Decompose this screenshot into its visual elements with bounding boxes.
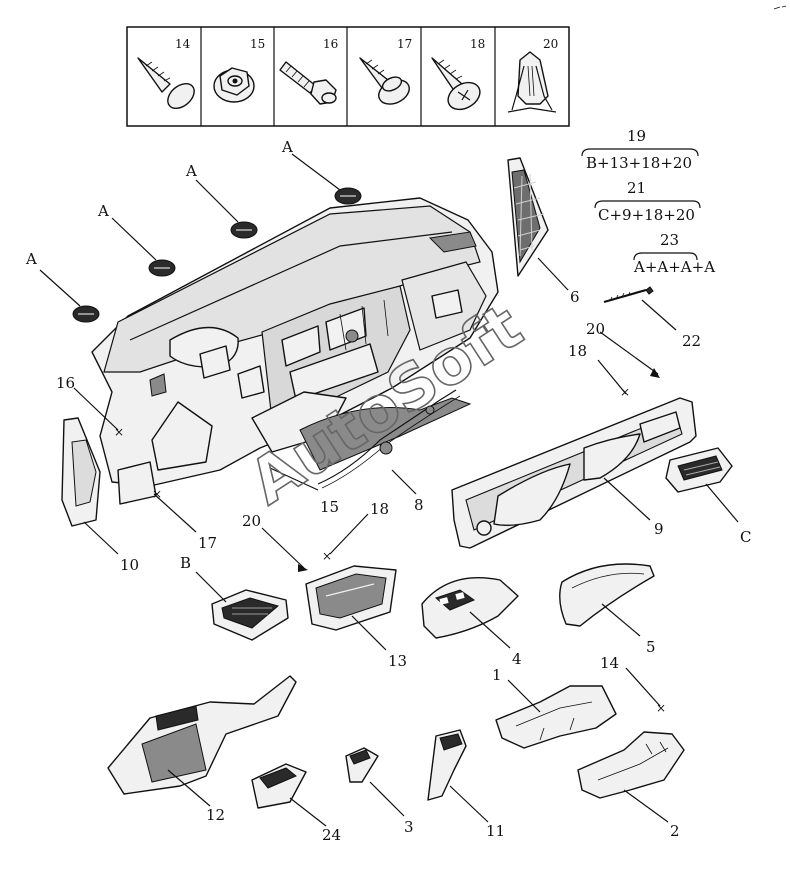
kit-23-brace	[633, 252, 698, 261]
kit-19-formula: B+13+18+20	[586, 154, 692, 172]
kit-19-brace	[581, 148, 699, 157]
fastener-num-16: 16	[323, 37, 338, 51]
defroster-grilles	[72, 187, 362, 323]
part-10-end-cap	[61, 417, 101, 527]
svg-text:×: ×	[656, 701, 666, 715]
part-c-air-vent	[665, 447, 733, 493]
label-b: B	[180, 554, 191, 572]
fastener-num-18: 18	[470, 37, 485, 51]
svg-text:×: ×	[152, 487, 162, 501]
kit-19-number: 19	[627, 127, 646, 145]
label-10: 10	[120, 556, 139, 574]
part-13-switch-panel	[305, 565, 397, 631]
label-5: 5	[646, 638, 656, 656]
instrument-panel	[91, 197, 499, 505]
pan-head-screw-icon	[431, 57, 481, 111]
label-a-1: A	[25, 250, 37, 268]
kit-23-formula: A+A+A+A	[633, 258, 715, 276]
fastener-num-15: 15	[250, 37, 265, 51]
callout-labels: A A A A 6 22 20 18 16 17 10 15 8 9 C 20 …	[25, 138, 751, 844]
label-1: 1	[492, 666, 502, 684]
label-11: 11	[486, 822, 505, 840]
label-9: 9	[654, 520, 664, 538]
label-12: 12	[206, 806, 225, 824]
label-a-4: A	[281, 138, 293, 156]
part-9-center-bezel	[451, 397, 697, 549]
svg-text:×: ×	[322, 549, 332, 563]
label-2: 2	[670, 822, 680, 840]
fastener-num-14: 14	[175, 37, 191, 51]
part-2-lower-cover	[577, 731, 685, 799]
fastener-panel: 14 15 16 17 18 20	[126, 26, 570, 127]
part-24-pocket	[251, 763, 307, 809]
label-6: 6	[570, 288, 580, 306]
label-3: 3	[404, 818, 414, 836]
label-c: C	[740, 528, 751, 546]
hex-bolt-icon	[279, 61, 337, 105]
spring-clip-icon	[507, 51, 557, 113]
label-4: 4	[512, 650, 522, 668]
part-8-bracket	[317, 389, 461, 489]
label-22: 22	[682, 332, 701, 350]
label-a-2: A	[97, 202, 109, 220]
label-13: 13	[388, 652, 407, 670]
part-b-air-vent	[211, 589, 289, 641]
part-11-trim	[427, 729, 467, 801]
kit-formulas: 19 B+13+18+20 21 C+9+18+20 23 A+A+A+A	[581, 127, 715, 276]
hex-nut-icon	[213, 67, 255, 103]
label-15: 15	[320, 498, 339, 516]
svg-text:×: ×	[114, 425, 124, 439]
fastener-num-17: 17	[397, 37, 412, 51]
kit-21-brace	[594, 200, 701, 209]
leader-lines	[39, 153, 739, 827]
label-16: 16	[56, 374, 75, 392]
fastener-markers: × × × × ×	[114, 385, 666, 715]
tapping-screw-icon	[137, 57, 195, 110]
part-22-bolt	[603, 286, 654, 304]
part-4-switch-bezel	[421, 577, 519, 639]
label-20-a: 20	[586, 320, 605, 338]
push-rivet-icon	[359, 57, 410, 105]
svg-text:×: ×	[620, 385, 630, 399]
label-18-b: 18	[370, 500, 389, 518]
label-a-3: A	[185, 162, 197, 180]
fastener-num-20: 20	[543, 37, 558, 51]
part-1-lower-trim	[495, 685, 617, 749]
label-20-b: 20	[242, 512, 261, 530]
label-18-a: 18	[568, 342, 587, 360]
kit-23-number: 23	[660, 231, 679, 249]
part-3-clip	[345, 747, 379, 783]
part-12-lower-panel	[107, 675, 297, 795]
part-6-side-cover	[507, 157, 549, 277]
label-24: 24	[322, 826, 341, 844]
label-17: 17	[198, 534, 217, 552]
kit-21-formula: C+9+18+20	[598, 206, 695, 224]
corner-mark	[773, 5, 787, 10]
label-14: 14	[600, 654, 619, 672]
label-8: 8	[414, 496, 424, 514]
kit-21-number: 21	[627, 179, 646, 197]
part-5-cover	[559, 563, 655, 627]
